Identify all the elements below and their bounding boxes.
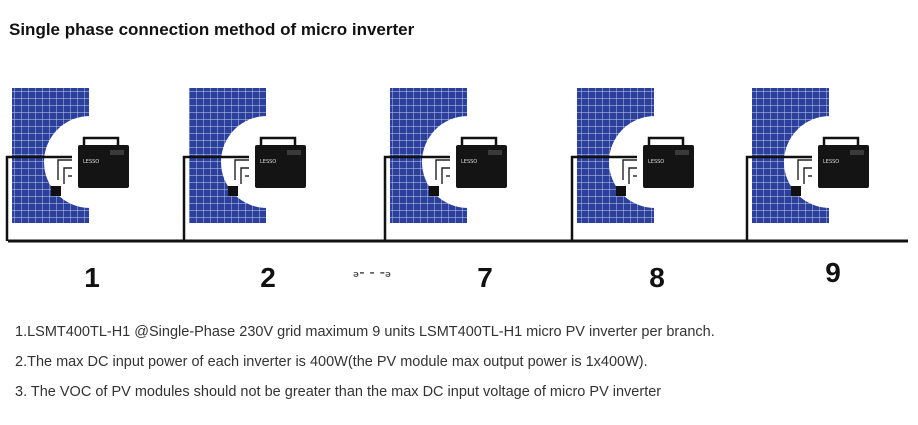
inverter-brand-label: LESSO — [823, 159, 839, 165]
dc-cable — [622, 159, 637, 180]
inverter-handle — [647, 136, 685, 146]
micro-inverter — [78, 145, 129, 188]
inverter-vent — [488, 150, 502, 155]
inverter-vent — [850, 150, 864, 155]
inverter-handle — [460, 136, 498, 146]
inverter-handle — [259, 136, 297, 146]
ac-cable — [383, 155, 450, 241]
ac-cable — [745, 155, 812, 241]
inverter-handle — [822, 136, 860, 146]
unit-number-label: 8 — [649, 262, 665, 293]
inverter-brand-label: LESSO — [83, 159, 99, 165]
unit-group: LESSO 8 — [570, 88, 701, 293]
unit-number-label: 2 — [260, 262, 276, 293]
junction-box — [429, 186, 439, 196]
ellipsis-label: ₔ- - -ₔ — [353, 263, 391, 281]
dc-cable — [240, 167, 249, 184]
dc-cable — [57, 159, 72, 180]
note-item: 3. The VOC of PV modules should not be g… — [15, 384, 662, 400]
note-item: 2.The max DC input power of each inverte… — [15, 354, 648, 370]
unit-group: LESSO 1 — [5, 88, 136, 293]
junction-box — [616, 186, 626, 196]
dc-cable — [803, 167, 812, 184]
unit-group: LESSO 9 — [745, 88, 876, 288]
ac-cable — [5, 155, 72, 241]
diagram-title: Single phase connection method of micro … — [9, 20, 415, 39]
dc-cable — [234, 159, 249, 180]
ac-cable — [182, 155, 249, 241]
unit-group: LESSO 7 — [383, 88, 514, 293]
dc-cable — [63, 167, 72, 184]
dc-cable — [435, 159, 450, 180]
inverter-vent — [287, 150, 301, 155]
unit-number-label: 9 — [825, 257, 841, 288]
note-item: 1.LSMT400TL-H1 @Single-Phase 230V grid m… — [15, 324, 715, 340]
ac-cable — [570, 155, 637, 241]
connection-diagram: LESSO 1 LESSO 2 LESSO 7 LESSO 8 LESSO 9 ₔ- - -ₔ — [5, 88, 908, 293]
inverter-handle — [82, 136, 120, 146]
notes-list: 1.LSMT400TL-H1 @Single-Phase 230V grid m… — [15, 324, 715, 414]
micro-inverter — [456, 145, 507, 188]
dc-cable — [441, 167, 450, 184]
dc-cable — [628, 167, 637, 184]
inverter-vent — [110, 150, 124, 155]
inverter-brand-label: LESSO — [260, 159, 276, 165]
inverter-brand-label: LESSO — [648, 159, 664, 165]
junction-box — [228, 186, 238, 196]
unit-group: LESSO 2 — [182, 88, 313, 293]
micro-inverter — [255, 145, 306, 188]
dc-cable — [797, 159, 812, 180]
unit-number-label: 1 — [84, 262, 100, 293]
unit-number-label: 7 — [477, 262, 493, 293]
micro-inverter — [643, 145, 694, 188]
inverter-vent — [675, 150, 689, 155]
inverter-brand-label: LESSO — [461, 159, 477, 165]
junction-box — [791, 186, 801, 196]
micro-inverter — [818, 145, 869, 188]
junction-box — [51, 186, 61, 196]
